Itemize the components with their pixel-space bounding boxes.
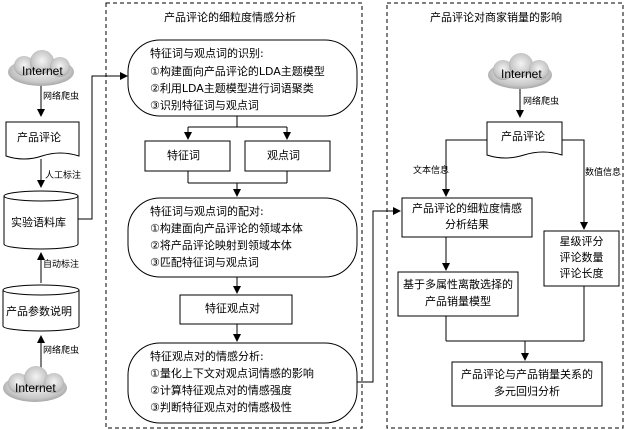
db-corpus <box>3 190 79 250</box>
opinion-word-box <box>244 140 331 172</box>
step2-item-2: ②将产品评论映射到领域本体 <box>150 239 292 252</box>
internet-bottom-label: Internet <box>15 381 56 395</box>
fine-grained-line-2: 分析结果 <box>445 218 489 231</box>
doc-product-review-left <box>5 121 80 160</box>
fine-grained-line-1: 产品评论的细粒度情感 <box>412 202 522 215</box>
manual-label: 人工标注 <box>45 171 82 181</box>
cloud-internet-top <box>8 50 74 86</box>
product-review-right-label: 产品评论 <box>501 130 545 143</box>
step1-title: 特征词与观点词的识别: <box>150 47 264 60</box>
internet-right-label: Internet <box>501 67 542 81</box>
crawl-bottom-label: 网络爬虫 <box>43 346 80 356</box>
product-params-label: 产品参数说明 <box>6 305 72 318</box>
step1-item-1: ①构建面向产品评论的LDA主题模型 <box>150 65 325 78</box>
auto-label: 自动标注 <box>43 260 80 270</box>
crawl-top-label: 网络爬虫 <box>43 92 80 102</box>
feature-word-label: 特征词 <box>167 149 200 162</box>
step3-item-1: ①量化上下文对观点词情感的影响 <box>150 367 314 380</box>
sales-model-line-2: 产品销量模型 <box>425 295 491 308</box>
right-panel-title: 产品评论对商家销量的影响 <box>430 11 562 24</box>
step3-item-2: ②计算特征观点对的情感强度 <box>150 384 292 397</box>
regression-line-1: 产品评论与产品销量关系的 <box>461 368 593 381</box>
step1-box <box>127 39 358 117</box>
middle-panel-title: 产品评论的细粒度情感分析 <box>164 11 296 24</box>
sales-model-box <box>397 271 519 317</box>
cloud-internet-right <box>488 53 552 89</box>
step3-box <box>127 342 358 424</box>
star-rating-line-1: 星级评分 <box>559 235 604 248</box>
star-rating-box <box>543 230 620 287</box>
opinion-word-label: 观点词 <box>267 149 300 162</box>
middle-panel-border <box>105 2 363 429</box>
regression-line-2: 多元回归分析 <box>494 385 560 398</box>
star-rating-line-2: 评论数量 <box>559 251 604 264</box>
right-panel-border <box>386 2 624 429</box>
regression-box <box>451 361 603 407</box>
db-product-params <box>2 284 80 332</box>
step2-item-1: ①构建面向产品评论的领域本体 <box>150 222 303 235</box>
product-review-left-label: 产品评论 <box>17 131 61 144</box>
step3-title: 特征观点对的情感分析: <box>150 350 264 363</box>
feature-word-box <box>144 140 231 172</box>
text-info-label: 文本信息 <box>413 166 450 176</box>
star-rating-line-3: 评论长度 <box>559 267 604 280</box>
step2-item-3: ③匹配特征词与观点词 <box>150 256 259 269</box>
numeric-info-label: 数值信息 <box>585 168 622 178</box>
step2-title: 特征词与观点词的配对: <box>150 205 264 218</box>
cloud-internet-bottom <box>3 366 67 402</box>
crawl-right-label: 网络爬虫 <box>523 97 560 107</box>
step2-box <box>127 197 358 278</box>
step1-item-2: ②利用LDA主题模型进行词语聚类 <box>150 82 314 95</box>
fine-grained-result-box <box>401 197 533 238</box>
doc-product-review-right <box>486 121 563 159</box>
step1-item-3: ③识别特征词与观点词 <box>150 99 259 112</box>
corpus-label: 实验语料库 <box>11 216 66 229</box>
feature-opinion-pair-label: 特征观点对 <box>205 302 260 315</box>
sales-model-line-1: 基于多属性离散选择的 <box>403 278 513 291</box>
step3-item-3: ③判断特征观点对的情感极性 <box>150 401 292 414</box>
feature-opinion-pair-box <box>179 294 293 325</box>
internet-top-label: Internet <box>22 64 63 78</box>
